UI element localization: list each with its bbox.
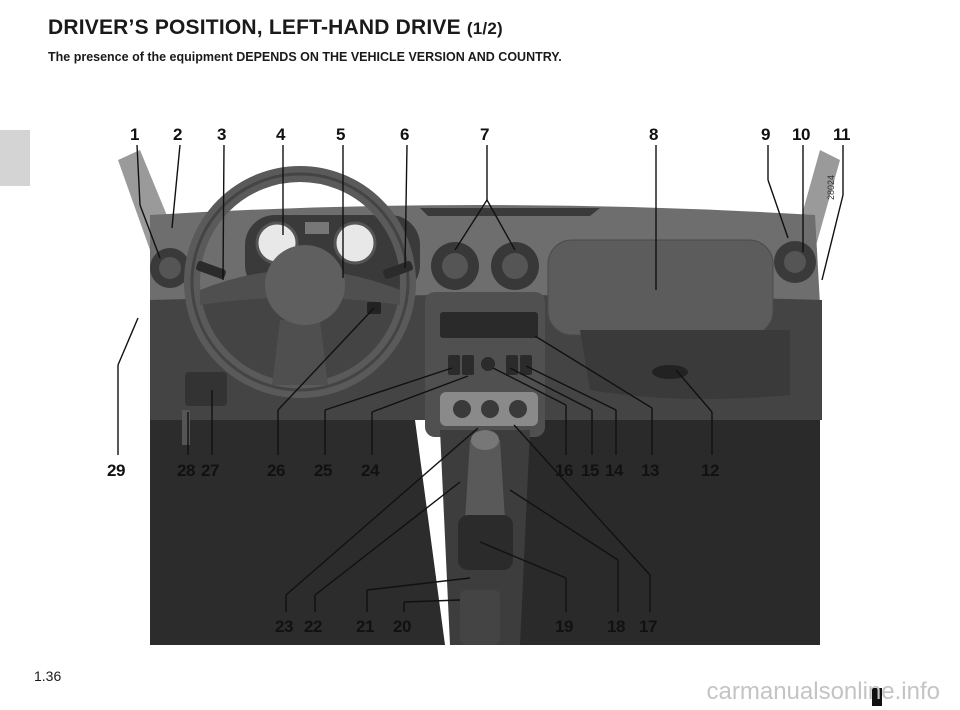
radio-slot xyxy=(440,312,538,338)
footwell xyxy=(150,420,445,645)
steering-hub xyxy=(265,245,345,325)
callout-7: 7 xyxy=(480,125,489,144)
callout-23: 23 xyxy=(275,617,293,636)
callout-3: 3 xyxy=(217,125,226,144)
callout-numbers: 1 2 3 4 5 6 7 8 9 10 11 12 13 14 15 16 1… xyxy=(107,125,851,636)
callout-28: 28 xyxy=(177,461,195,480)
callout-22: 22 xyxy=(304,617,322,636)
page-title: DRIVER’S POSITION, LEFT-HAND DRIVE (1/2) xyxy=(48,16,503,40)
corner-mark xyxy=(872,688,882,706)
handbrake xyxy=(460,590,500,645)
callout-10: 10 xyxy=(792,125,810,144)
callout-19: 19 xyxy=(555,617,573,636)
page-number: 1.36 xyxy=(34,668,62,684)
callout-17: 17 xyxy=(639,617,657,636)
callout-2: 2 xyxy=(173,125,182,144)
callout-1: 1 xyxy=(130,125,139,144)
callout-4: 4 xyxy=(276,125,286,144)
left-stalk xyxy=(196,261,226,279)
callout-lines xyxy=(117,144,844,612)
title-part: (1/2) xyxy=(466,19,503,38)
gear-gaiter xyxy=(458,515,513,570)
callout-9: 9 xyxy=(761,125,770,144)
demister-vent xyxy=(420,208,600,216)
callout-5: 5 xyxy=(336,125,345,144)
callout-12: 12 xyxy=(701,461,719,480)
glovebox-handle xyxy=(652,365,688,379)
callout-21: 21 xyxy=(356,617,374,636)
callout-18: 18 xyxy=(607,617,625,636)
watermark: carmanualsonline.info xyxy=(706,678,940,705)
callout-26: 26 xyxy=(267,461,285,480)
callout-13: 13 xyxy=(641,461,659,480)
callout-11: 11 xyxy=(833,125,850,144)
callout-14: 14 xyxy=(605,461,624,480)
rev-counter xyxy=(333,221,377,265)
callout-15: 15 xyxy=(581,461,599,480)
passenger-footwell xyxy=(470,420,820,645)
display-panel xyxy=(305,222,329,234)
callout-29: 29 xyxy=(107,461,125,480)
callout-8: 8 xyxy=(649,125,658,144)
section-tab xyxy=(0,130,30,186)
figure-reference: 28024 xyxy=(826,175,836,200)
callout-27: 27 xyxy=(201,461,219,480)
callout-16: 16 xyxy=(555,461,573,480)
switch-panel xyxy=(448,355,532,375)
callout-25: 25 xyxy=(314,461,332,480)
lower-panel xyxy=(185,372,227,406)
title-text: DRIVER’S POSITION, LEFT-HAND DRIVE xyxy=(48,16,461,39)
callout-24: 24 xyxy=(361,461,380,480)
passenger-airbag-panel xyxy=(547,239,774,336)
glovebox xyxy=(580,330,790,399)
gear-lever xyxy=(465,440,505,520)
callout-20: 20 xyxy=(393,617,411,636)
gear-knob xyxy=(471,430,499,450)
page-subtitle: The presence of the equipment DEPENDS ON… xyxy=(48,50,562,64)
bonnet-release xyxy=(182,410,190,445)
callout-6: 6 xyxy=(400,125,409,144)
